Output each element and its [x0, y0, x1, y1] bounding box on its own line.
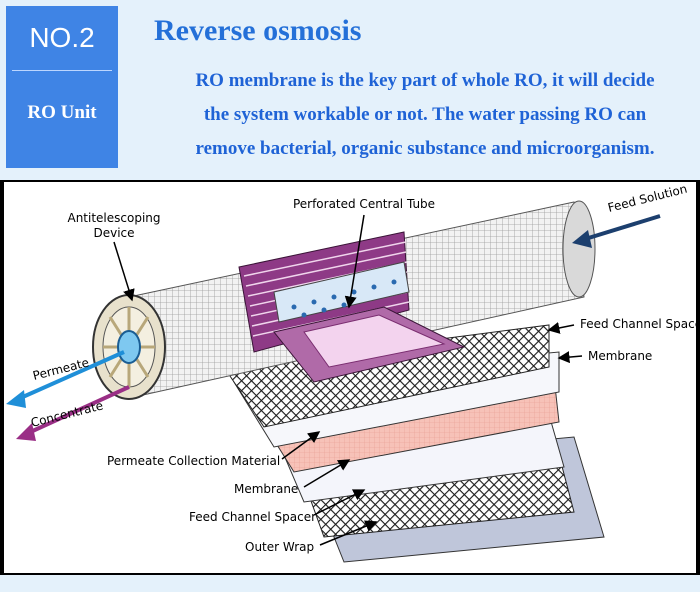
section-badge: NO.2 RO Unit	[6, 6, 118, 168]
label-membrane-bottom: Membrane	[234, 482, 298, 496]
label-concentrate: Concentrate	[29, 398, 104, 429]
label-feed-solution: Feed Solution	[606, 182, 688, 215]
antitelescoping-device	[92, 294, 166, 400]
ro-membrane-diagram: Perforated Central Tube Antitelescoping …	[0, 180, 700, 575]
description-line-3: remove bacterial, organic substance and …	[195, 138, 655, 159]
concentrate-arrow	[16, 385, 130, 441]
label-outer-wrap: Outer Wrap	[245, 540, 314, 554]
section-unit-label: RO Unit	[27, 102, 97, 123]
label-antitelescoping-2: Device	[93, 226, 134, 240]
badge-divider	[12, 70, 112, 71]
description: RO membrane is the key part of whole RO,…	[160, 64, 690, 166]
label-perforated-tube: Perforated Central Tube	[293, 197, 435, 211]
description-line-1: RO membrane is the key part of whole RO,…	[195, 70, 655, 91]
label-feed-channel-spacer-bottom: Feed Channel Spacer	[189, 510, 316, 524]
pointer-lines	[113, 214, 583, 546]
label-antitelescoping-1: Antitelescoping	[67, 211, 160, 225]
page-title: Reverse osmosis	[154, 14, 362, 47]
section-number: NO.2	[29, 22, 95, 53]
description-line-2: the system workable or not. The water pa…	[203, 104, 647, 125]
label-membrane-top: Membrane	[588, 349, 652, 363]
permeate-arrow	[6, 350, 125, 408]
feed-solution-arrow	[572, 214, 661, 248]
label-permeate-collection: Permeate Collection Material	[107, 454, 280, 468]
label-feed-channel-spacer-top: Feed Channel Spacer	[580, 317, 696, 331]
ro-membrane-illustration: Perforated Central Tube Antitelescoping …	[6, 182, 700, 563]
